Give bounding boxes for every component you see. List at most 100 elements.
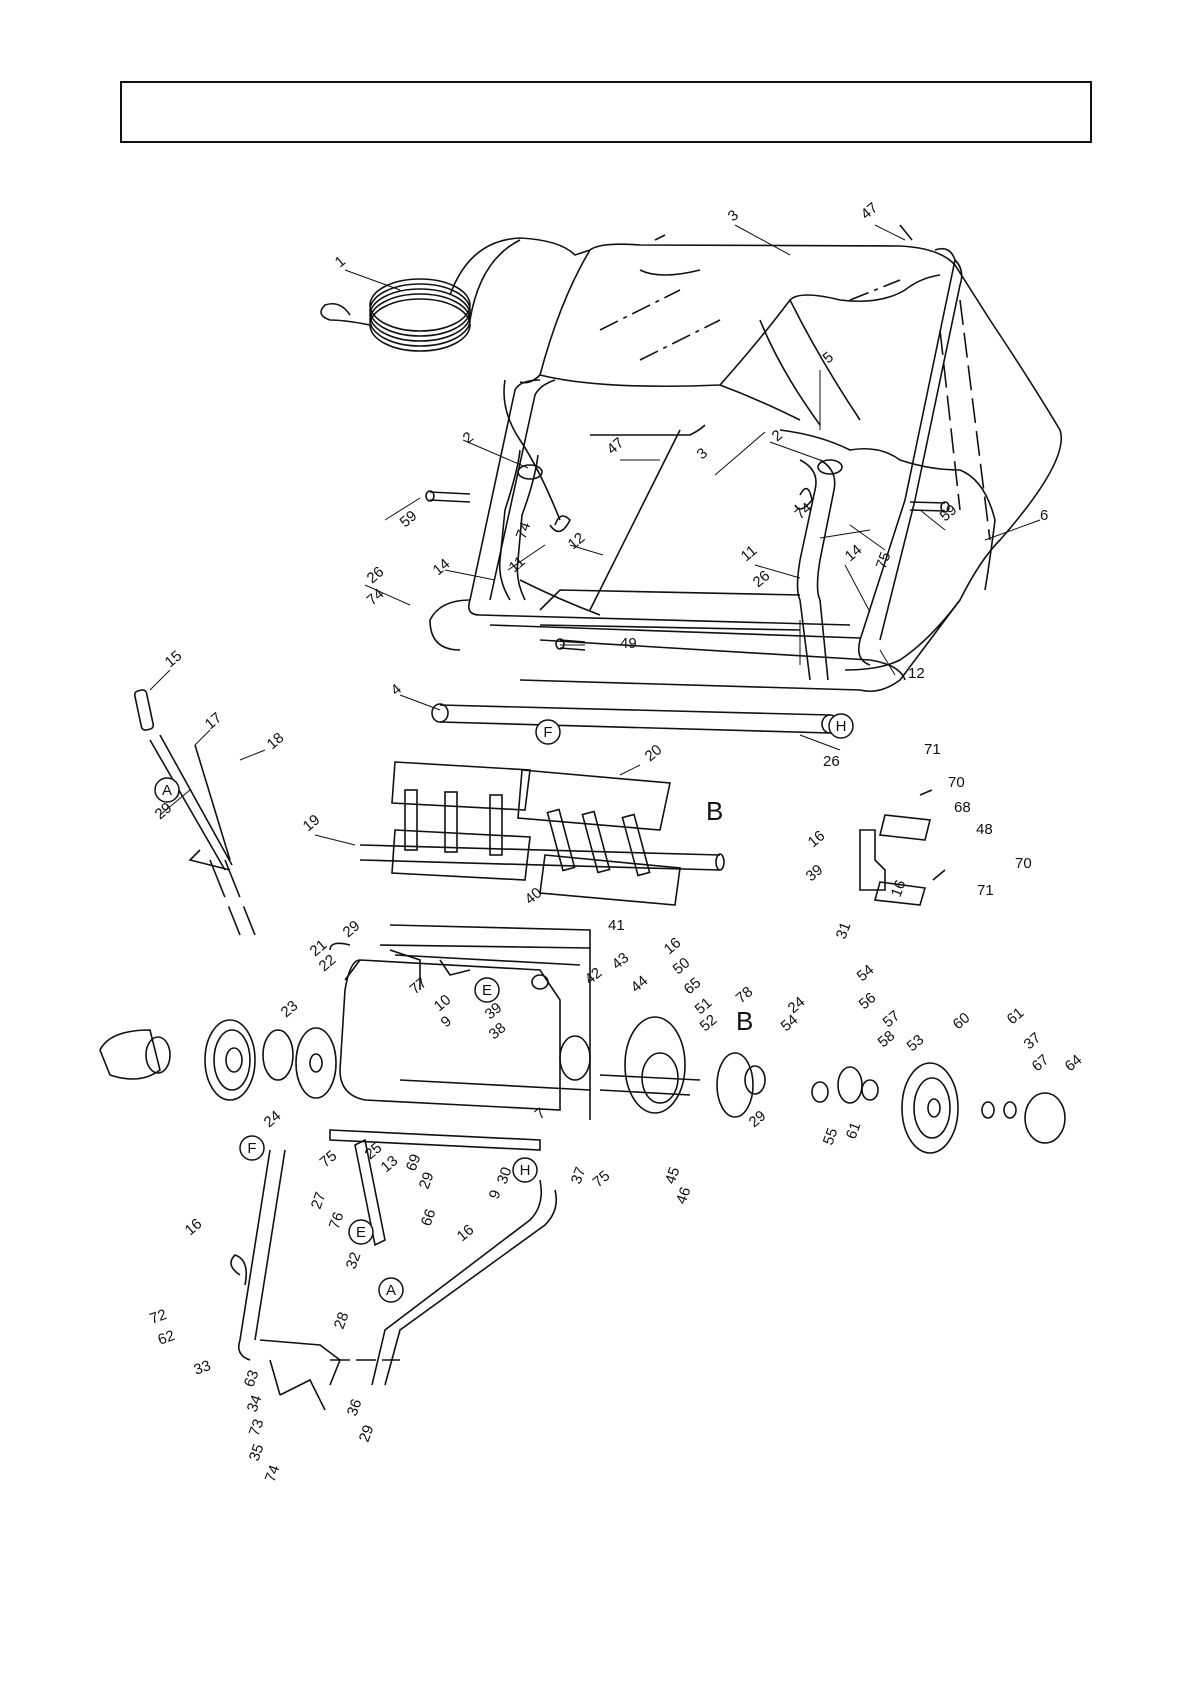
circle-label-A: A <box>154 777 180 803</box>
callout-59: 59 <box>937 501 961 525</box>
callout-16: 16 <box>182 1215 206 1239</box>
callout-44: 44 <box>628 972 652 996</box>
callout-60: 60 <box>950 1009 974 1033</box>
letter-label-B: B <box>706 796 723 826</box>
callout-74: 74 <box>364 585 388 609</box>
circle-label-E: E <box>348 1219 374 1245</box>
callout-16: 16 <box>805 827 829 851</box>
callout-55: 55 <box>820 1126 842 1147</box>
callout-54: 54 <box>854 961 878 985</box>
letter-label-B: B <box>736 1006 753 1036</box>
svg-text:F: F <box>247 1140 256 1157</box>
callout-75: 75 <box>590 1167 614 1191</box>
callout-29: 29 <box>356 1423 378 1444</box>
callout-29: 29 <box>746 1107 770 1131</box>
brush-roller <box>359 761 725 906</box>
callout-78: 78 <box>733 983 757 1007</box>
callout-68: 68 <box>954 799 971 816</box>
callout-3: 3 <box>694 445 711 463</box>
callout-12: 12 <box>908 665 925 682</box>
callout-27: 27 <box>308 1190 330 1211</box>
callout-70: 70 <box>1015 855 1032 872</box>
title-box <box>120 81 1092 143</box>
callout-47: 47 <box>858 199 882 223</box>
svg-text:A: A <box>386 1282 396 1299</box>
callout-62: 62 <box>156 1327 177 1349</box>
callout-33: 33 <box>192 1357 213 1379</box>
callout-37: 37 <box>1021 1029 1045 1053</box>
callout-43: 43 <box>609 949 633 973</box>
callout-32: 32 <box>343 1250 365 1271</box>
svg-text:H: H <box>520 1162 531 1179</box>
callout-61: 61 <box>843 1120 865 1141</box>
callout-24: 24 <box>261 1107 285 1131</box>
callout-40: 40 <box>522 884 546 908</box>
callout-9: 9 <box>486 1188 505 1202</box>
callout-58: 58 <box>875 1027 899 1051</box>
side-bracket <box>859 789 946 906</box>
callout-76: 76 <box>326 1210 348 1231</box>
callout-16: 16 <box>888 878 910 899</box>
callout-57: 57 <box>880 1007 904 1031</box>
circle-label-E: E <box>474 977 500 1003</box>
callout-66: 66 <box>418 1207 440 1228</box>
callout-37: 37 <box>568 1165 590 1186</box>
callout-36: 36 <box>344 1397 366 1418</box>
callout-75: 75 <box>873 550 895 571</box>
callout-39: 39 <box>803 861 827 885</box>
svg-text:E: E <box>482 982 492 999</box>
callout-28: 28 <box>331 1310 353 1331</box>
callout-71: 71 <box>924 741 941 758</box>
callout-71: 71 <box>977 882 994 899</box>
circle-label-F: F <box>239 1135 265 1161</box>
svg-text:A: A <box>162 782 172 799</box>
callout-47: 47 <box>604 434 628 458</box>
callout-11: 11 <box>506 553 529 576</box>
callout-74: 74 <box>262 1463 284 1484</box>
svg-text:H: H <box>836 718 847 735</box>
callout-34: 34 <box>244 1393 266 1414</box>
callout-26: 26 <box>750 567 774 591</box>
callout-7: 7 <box>532 1105 549 1123</box>
callout-31: 31 <box>833 920 855 941</box>
callout-67: 67 <box>1029 1051 1053 1075</box>
callout-65: 65 <box>681 974 705 998</box>
callout-13: 13 <box>378 1152 402 1176</box>
callout-29: 29 <box>340 917 364 941</box>
callout-45: 45 <box>662 1165 684 1186</box>
callout-26: 26 <box>823 753 840 770</box>
callout-9: 9 <box>438 1013 455 1031</box>
leader-lines <box>149 224 1041 846</box>
callout-16: 16 <box>454 1221 478 1245</box>
callout-6: 6 <box>1040 507 1048 524</box>
chassis-housing <box>329 924 591 1151</box>
callout-53: 53 <box>904 1031 928 1055</box>
callout-11: 11 <box>738 542 761 565</box>
frame-tubes <box>429 247 963 681</box>
callout-70: 70 <box>948 774 965 791</box>
right-gear-assembly <box>559 1016 1066 1154</box>
callout-77: 77 <box>407 974 431 998</box>
collector-bag <box>449 237 1062 693</box>
callout-56: 56 <box>856 989 880 1013</box>
cable-coil <box>320 239 521 352</box>
circle-label-H: H <box>828 713 854 739</box>
callout-73: 73 <box>246 1417 268 1438</box>
callout-20: 20 <box>642 741 666 765</box>
callout-46: 46 <box>673 1185 695 1206</box>
callout-18: 18 <box>264 729 288 753</box>
callout-48: 48 <box>976 821 993 838</box>
callout-42: 42 <box>582 964 606 988</box>
callout-17: 17 <box>202 709 226 733</box>
callout-41: 41 <box>608 917 625 934</box>
callout-75: 75 <box>317 1147 341 1171</box>
callout-64: 64 <box>1062 1051 1086 1075</box>
lower-frame <box>230 1138 558 1411</box>
callout-19: 19 <box>300 811 324 835</box>
callout-29: 29 <box>152 799 176 823</box>
upper-pins <box>425 224 950 651</box>
callout-69: 69 <box>403 1152 425 1173</box>
callout-5: 5 <box>820 349 837 367</box>
callout-26: 26 <box>364 563 388 587</box>
